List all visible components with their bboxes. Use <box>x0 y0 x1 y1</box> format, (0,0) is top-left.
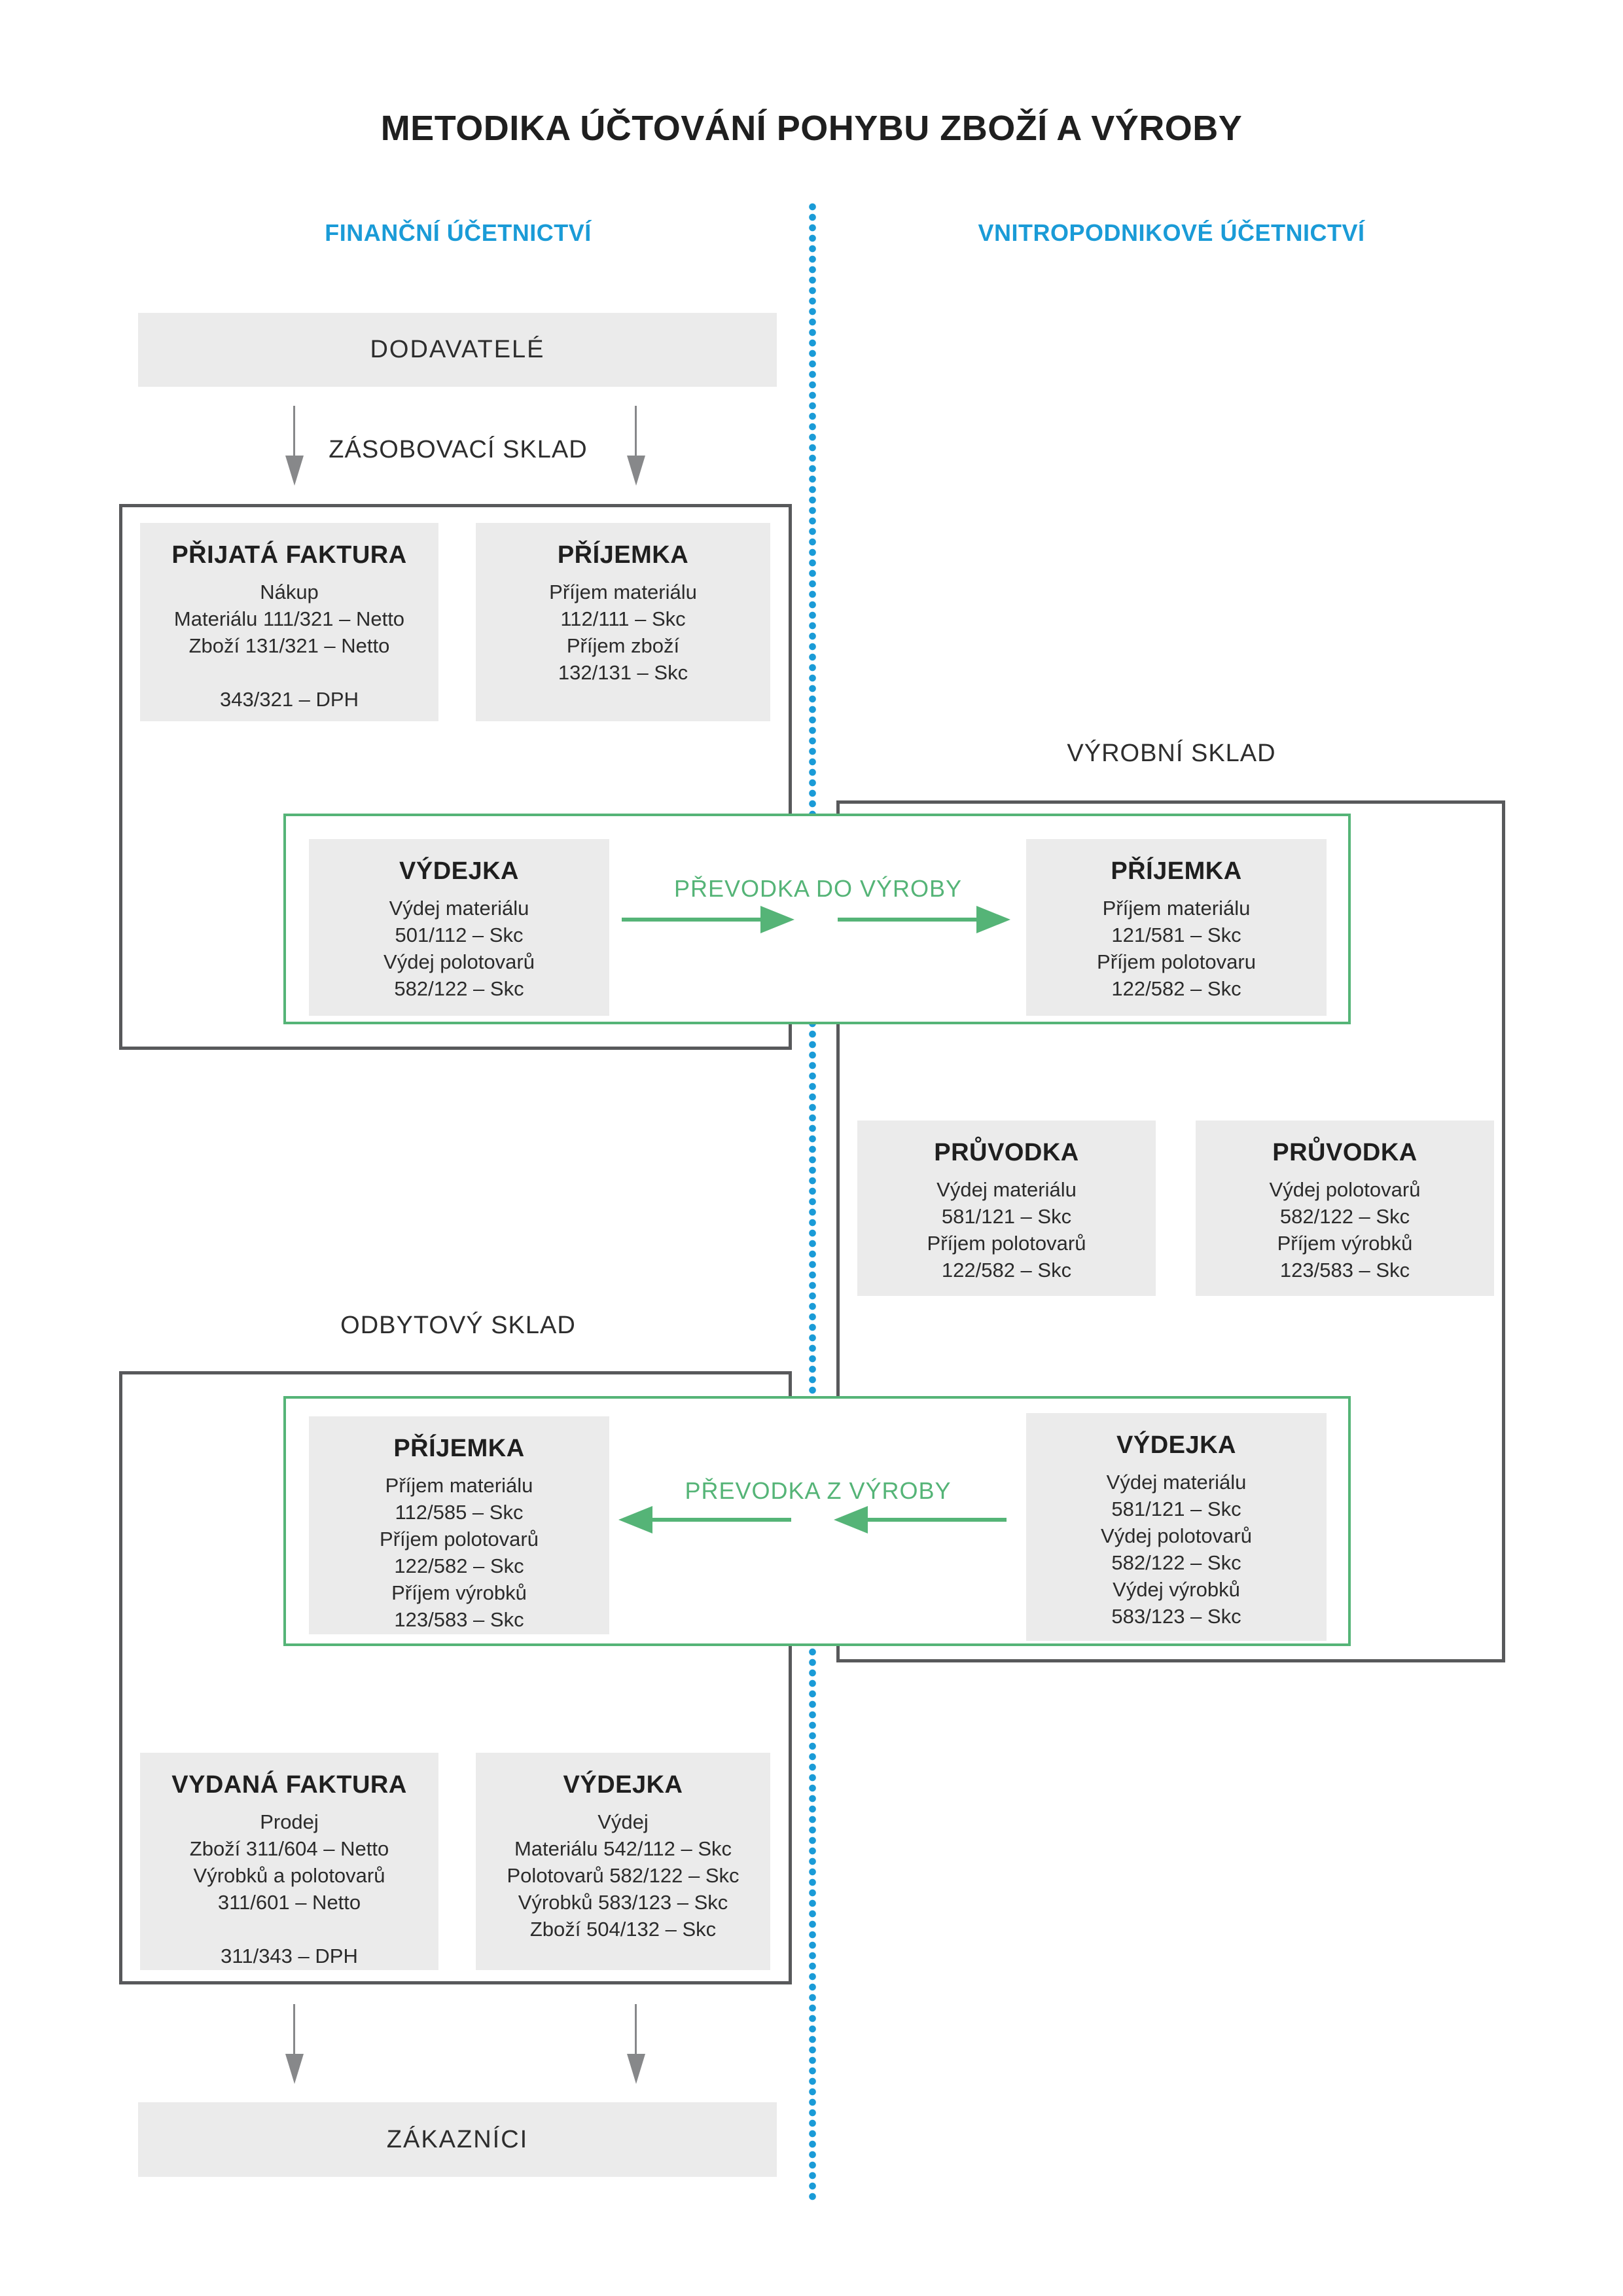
transfer-to-production-label: PŘEVODKA DO VÝROBY <box>673 875 963 902</box>
card-issued-invoice: VYDANÁ FAKTURA Prodej Zboží 311/604 – Ne… <box>140 1753 438 1970</box>
card-title: PŘIJATÁ FAKTURA <box>171 541 407 569</box>
card-lines: Příjem materiálu 121/581 – Skc Příjem po… <box>1097 897 1256 1000</box>
card-lines: Výdej materiálu 581/121 – Skc Příjem pol… <box>927 1178 1086 1282</box>
transfer-from-production-label: PŘEVODKA Z VÝROBY <box>685 1477 952 1504</box>
column-header-internal: VNITROPODNIKOVÉ ÚČETNICTVÍ <box>978 219 1365 246</box>
arrow-right-icon <box>838 918 976 922</box>
arrow-down-icon <box>293 406 295 456</box>
customers-box: ZÁKAZNÍCI <box>138 2102 777 2177</box>
card-receipt-sales: PŘÍJEMKA Příjem materiálu 112/585 – Skc … <box>309 1416 609 1634</box>
card-title: PŘÍJEMKA <box>1111 857 1242 885</box>
card-title: VÝDEJKA <box>563 1771 683 1799</box>
card-lines: Výdej Materiálu 542/112 – Skc Polotovarů… <box>507 1810 740 1941</box>
card-receipt-supply: PŘÍJEMKA Příjem materiálu 112/111 – Skc … <box>476 523 770 721</box>
card-title: VÝDEJKA <box>399 857 519 885</box>
card-lines: Výdej materiálu 501/112 – Skc Výdej polo… <box>383 897 535 1000</box>
suppliers-box: DODAVATELÉ <box>138 313 777 387</box>
supply-warehouse-container <box>119 504 792 1050</box>
card-lines: Výdej polotovarů 582/122 – Skc Příjem vý… <box>1269 1178 1421 1282</box>
card-travel-card-material: PRŮVODKA Výdej materiálu 581/121 – Skc P… <box>857 1121 1156 1296</box>
sales-warehouse-container <box>119 1371 792 1984</box>
production-warehouse-container <box>836 800 1505 1662</box>
card-lines: Výdej materiálu 581/121 – Skc Výdej polo… <box>1101 1471 1252 1628</box>
card-lines: Nákup Materiálu 111/321 – Netto Zboží 13… <box>173 581 405 711</box>
card-issue-sales: VÝDEJKA Výdej Materiálu 542/112 – Skc Po… <box>476 1753 770 1970</box>
production-warehouse-label: VÝROBNÍ SKLAD <box>1067 740 1276 767</box>
card-travel-card-semiproducts: PRŮVODKA Výdej polotovarů 582/122 – Skc … <box>1196 1121 1494 1296</box>
card-title: PRŮVODKA <box>1272 1139 1418 1166</box>
card-lines: Příjem materiálu 112/585 – Skc Příjem po… <box>380 1474 539 1631</box>
arrow-right-icon <box>622 918 760 922</box>
card-lines: Příjem materiálu 112/111 – Skc Příjem zb… <box>549 581 697 684</box>
page-title: METODIKA ÚČTOVÁNÍ POHYBU ZBOŽÍ A VÝROBY <box>380 109 1243 148</box>
card-title: PŘÍJEMKA <box>393 1435 525 1462</box>
arrow-left-icon <box>652 1518 791 1522</box>
card-issue-production: VÝDEJKA Výdej materiálu 581/121 – Skc Vý… <box>1026 1413 1327 1641</box>
supply-warehouse-label: ZÁSOBOVACÍ SKLAD <box>329 436 588 463</box>
card-title: PŘÍJEMKA <box>557 541 689 569</box>
card-receipt-production: PŘÍJEMKA Příjem materiálu 121/581 – Skc … <box>1026 839 1327 1016</box>
card-title: VÝDEJKA <box>1116 1431 1236 1459</box>
card-lines: Prodej Zboží 311/604 – Netto Výrobků a p… <box>189 1810 389 1967</box>
transfer-to-production-container: VÝDEJKA Výdej materiálu 501/112 – Skc Vý… <box>283 814 1351 1024</box>
column-divider-dotted-line <box>809 202 816 2200</box>
transfer-from-production-container: PŘÍJEMKA Příjem materiálu 112/585 – Skc … <box>283 1396 1351 1646</box>
arrow-down-icon <box>635 406 637 456</box>
column-header-financial: FINANČNÍ ÚČETNICTVÍ <box>325 219 592 246</box>
card-title: VYDANÁ FAKTURA <box>171 1771 407 1799</box>
card-title: PRŮVODKA <box>934 1139 1079 1166</box>
card-received-invoice: PŘIJATÁ FAKTURA Nákup Materiálu 111/321 … <box>140 523 438 721</box>
card-issue-supply: VÝDEJKA Výdej materiálu 501/112 – Skc Vý… <box>309 839 609 1016</box>
arrow-down-icon <box>293 2004 295 2054</box>
arrow-left-icon <box>868 1518 1007 1522</box>
arrow-down-icon <box>635 2004 637 2054</box>
sales-warehouse-label: ODBYTOVÝ SKLAD <box>340 1312 576 1339</box>
